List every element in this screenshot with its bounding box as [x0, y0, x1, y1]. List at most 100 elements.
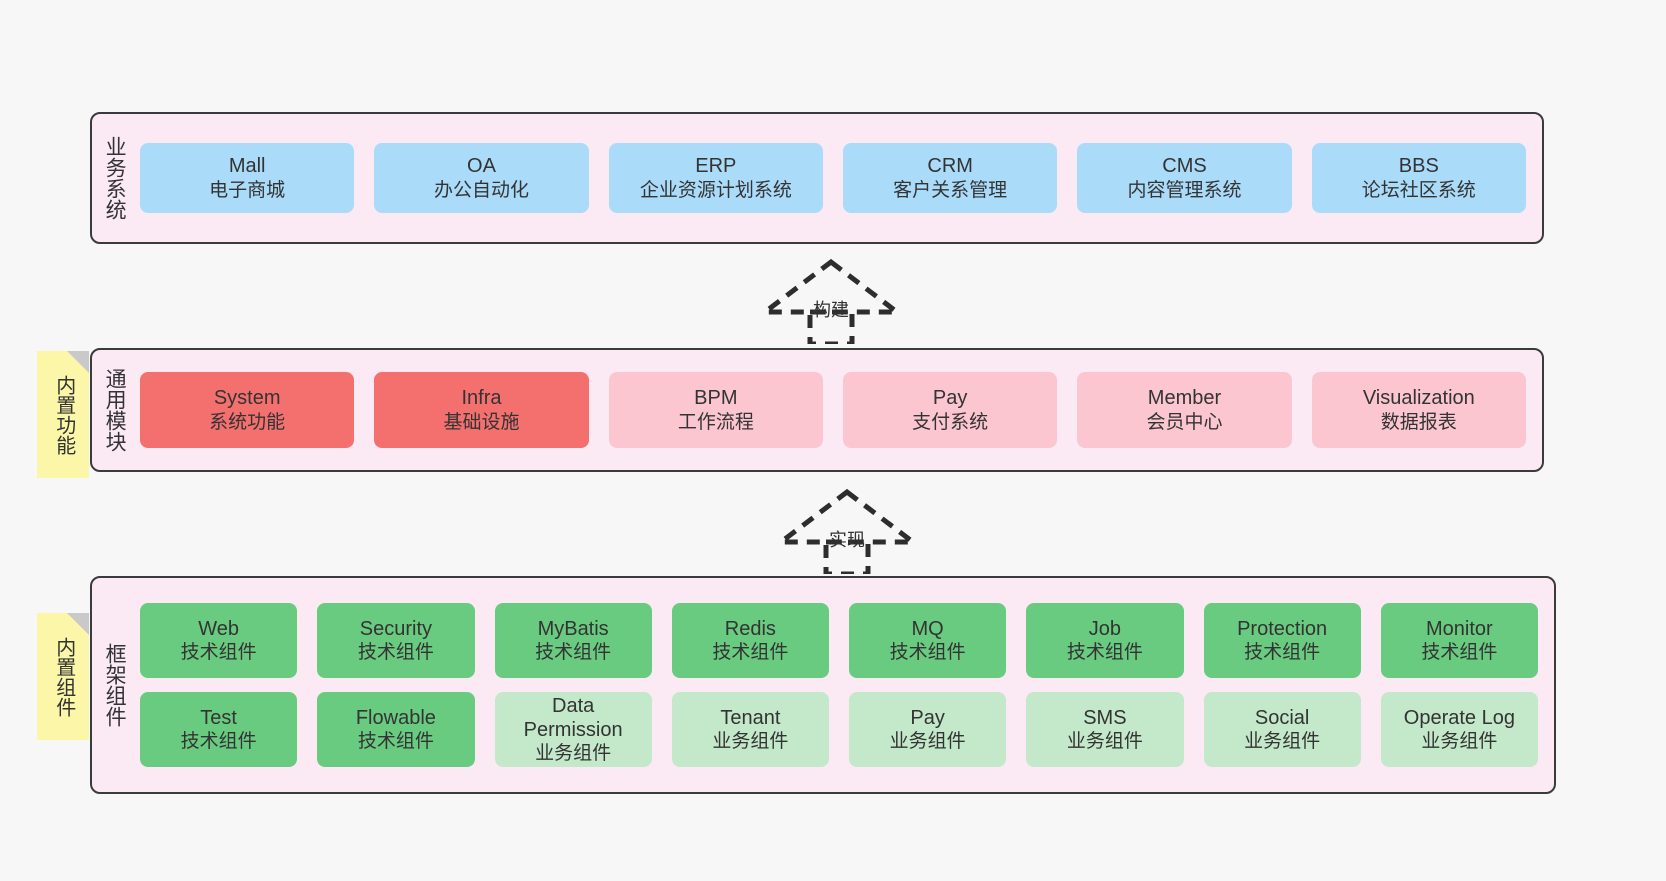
card-flowable[interactable]: Flowable 技术组件 [317, 692, 475, 767]
card-member[interactable]: Member 会员中心 [1077, 372, 1292, 448]
card-row: System 系统功能 Infra 基础设施 BPM 工作流程 Pay 支付系统… [140, 372, 1526, 448]
arrow-head-triangle [773, 488, 921, 545]
card-data-permission[interactable]: Data Permission 业务组件 [494, 692, 652, 767]
card-title-cn: 业务组件 [535, 743, 612, 765]
card-title-cn: 技术组件 [1244, 642, 1321, 664]
card-mq[interactable]: MQ 技术组件 [849, 603, 1007, 678]
card-test[interactable]: Test 技术组件 [140, 692, 298, 767]
arrow-label-implement: 实现 [829, 530, 865, 550]
card-cms[interactable]: CMS 内容管理系统 [1077, 143, 1292, 213]
card-title-en: Mall [228, 155, 266, 178]
card-row: Test 技术组件 Flowable 技术组件 Data Permission … [140, 692, 1538, 767]
card-title-en: BBS [1398, 155, 1439, 178]
layer-framework-components: 框架组件 Web 技术组件 Security 技术组件 MyBatis 技术组件… [90, 576, 1556, 794]
layer-title-framework-components: 框架组件 [103, 643, 127, 727]
card-title-en: Data Permission [523, 694, 623, 741]
card-row: Web 技术组件 Security 技术组件 MyBatis 技术组件 Redi… [140, 603, 1538, 678]
card-title-en: OA [467, 155, 496, 178]
layer-title-common-modules: 通用模块 [103, 368, 127, 452]
card-title-en: ERP [695, 155, 737, 178]
card-infra[interactable]: Infra 基础设施 [374, 372, 589, 448]
card-title-en: Test [200, 706, 237, 729]
sticky-note-label: 内置组件 [52, 636, 75, 717]
card-sms[interactable]: SMS 业务组件 [1026, 692, 1184, 767]
card-pay-module[interactable]: Pay 支付系统 [842, 372, 1058, 448]
card-title-en: CMS [1162, 155, 1207, 178]
card-title-cn: 业务组件 [889, 731, 966, 753]
card-monitor[interactable]: Monitor 技术组件 [1380, 603, 1538, 678]
card-operate-log[interactable]: Operate Log 业务组件 [1380, 692, 1538, 767]
card-row: Mall 电子商城 OA 办公自动化 ERP 企业资源计划系统 CRM 客户关系… [140, 143, 1526, 213]
card-title-cn: 技术组件 [535, 642, 612, 664]
card-title-cn: 技术组件 [889, 642, 966, 664]
card-title-en: Operate Log [1403, 706, 1515, 729]
card-title-en: Protection [1237, 617, 1328, 640]
layer-title-business-systems: 业务系统 [103, 136, 127, 220]
card-mall[interactable]: Mall 电子商城 [140, 143, 355, 213]
card-oa[interactable]: OA 办公自动化 [374, 143, 589, 213]
card-title-cn: 业务组件 [1244, 731, 1321, 753]
card-title-en: Security [359, 617, 432, 640]
sticky-note-label: 内置功能 [52, 374, 75, 455]
card-erp[interactable]: ERP 企业资源计划系统 [608, 143, 823, 213]
uml-generalization-arrow-build: 构建 [746, 258, 916, 344]
card-security[interactable]: Security 技术组件 [317, 603, 475, 678]
card-title-cn: 业务组件 [1421, 731, 1498, 753]
card-title-en: Member [1147, 387, 1222, 410]
card-title-en: MyBatis [537, 617, 609, 640]
arrow-shaft [823, 539, 871, 574]
card-crm[interactable]: CRM 客户关系管理 [842, 143, 1058, 213]
card-job[interactable]: Job 技术组件 [1026, 603, 1184, 678]
card-redis[interactable]: Redis 技术组件 [671, 603, 829, 678]
card-bbs[interactable]: BBS 论坛社区系统 [1311, 143, 1526, 213]
card-title-en: MQ [911, 617, 944, 640]
card-bpm[interactable]: BPM 工作流程 [608, 372, 823, 448]
card-title-en: Flowable [355, 706, 436, 729]
card-system[interactable]: System 系统功能 [140, 372, 355, 448]
layer-common-modules: 通用模块 System 系统功能 Infra 基础设施 BPM 工作流程 Pay… [90, 348, 1544, 472]
card-title-en: Pay [910, 706, 945, 729]
card-title-cn: 办公自动化 [433, 179, 529, 201]
card-title-cn: 技术组件 [1066, 642, 1143, 664]
card-title-cn: 数据报表 [1380, 411, 1457, 433]
layer-body-business-systems: Mall 电子商城 OA 办公自动化 ERP 企业资源计划系统 CRM 客户关系… [136, 114, 1542, 242]
card-title-cn: 企业资源计划系统 [639, 179, 792, 201]
card-title-cn: 论坛社区系统 [1361, 179, 1476, 201]
card-title-cn: 电子商城 [209, 179, 286, 201]
card-title-cn: 技术组件 [180, 642, 257, 664]
card-title-en: Job [1088, 617, 1121, 640]
uml-generalization-arrow-implement: 实现 [762, 488, 932, 574]
card-social[interactable]: Social 业务组件 [1203, 692, 1361, 767]
card-title-cn: 技术组件 [712, 642, 789, 664]
card-title-en: BPM [694, 387, 738, 410]
card-tenant[interactable]: Tenant 业务组件 [671, 692, 829, 767]
card-title-en: Visualization [1362, 387, 1475, 410]
card-title-en: System [213, 387, 281, 410]
card-title-en: Redis [724, 617, 776, 640]
card-title-cn: 技术组件 [1421, 642, 1498, 664]
arrow-shaft [807, 309, 855, 344]
card-title-en: SMS [1083, 706, 1127, 729]
card-title-cn: 业务组件 [1066, 731, 1143, 753]
sticky-note-builtin-functions: 内置功能 [37, 351, 89, 478]
card-pay-component[interactable]: Pay 业务组件 [849, 692, 1007, 767]
card-title-en: Tenant [720, 706, 781, 729]
card-visualization[interactable]: Visualization 数据报表 [1311, 372, 1526, 448]
card-web[interactable]: Web 技术组件 [140, 603, 298, 678]
card-title-en: Monitor [1426, 617, 1493, 640]
card-title-cn: 业务组件 [712, 731, 789, 753]
card-title-en: Infra [461, 387, 502, 410]
card-title-cn: 支付系统 [912, 411, 989, 433]
card-title-cn: 客户关系管理 [893, 179, 1008, 201]
layer-business-systems: 业务系统 Mall 电子商城 OA 办公自动化 ERP 企业资源计划系统 CRM… [90, 112, 1544, 244]
card-title-cn: 会员中心 [1146, 411, 1223, 433]
layer-body-common-modules: System 系统功能 Infra 基础设施 BPM 工作流程 Pay 支付系统… [136, 350, 1542, 470]
card-title-cn: 内容管理系统 [1127, 179, 1242, 201]
card-mybatis[interactable]: MyBatis 技术组件 [494, 603, 652, 678]
card-title-cn: 技术组件 [180, 731, 257, 753]
card-title-cn: 工作流程 [677, 411, 754, 433]
card-protection[interactable]: Protection 技术组件 [1203, 603, 1361, 678]
card-title-cn: 基础设施 [443, 411, 520, 433]
card-title-cn: 技术组件 [357, 731, 434, 753]
